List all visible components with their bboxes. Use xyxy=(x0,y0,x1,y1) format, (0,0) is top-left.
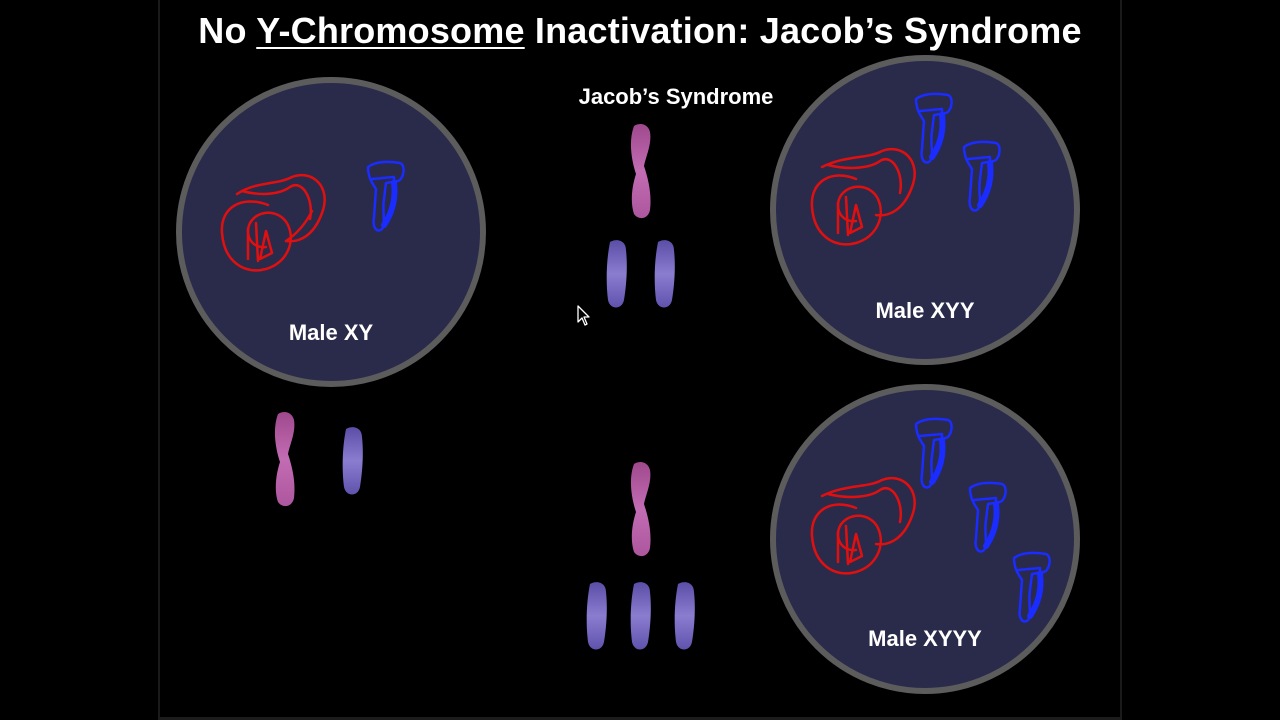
nucleus-drawing xyxy=(220,160,405,272)
y-chromosome-scribbles xyxy=(914,417,1051,623)
nucleus-drawing xyxy=(810,417,1051,623)
cell-male-xyyy: Male XYYY xyxy=(770,384,1080,694)
y-chromosome-karyotype xyxy=(342,427,363,495)
y-chromosome-2 xyxy=(962,140,1001,212)
title-underlined-term: Y-Chromosome xyxy=(256,10,525,51)
slide-right-edge xyxy=(1120,0,1122,720)
title-part-1: No xyxy=(198,10,257,51)
slide-bottom-edge xyxy=(158,717,1122,720)
nucleus-drawing xyxy=(810,92,1001,246)
cell-label: Male XY xyxy=(288,320,374,345)
slide-title: No Y-Chromosome Inactivation: Jacob’s Sy… xyxy=(0,10,1280,52)
cell-label: Male XYYY xyxy=(868,626,982,651)
y-chromosome-2 xyxy=(968,481,1007,553)
x-chromosome-scribble xyxy=(810,148,916,246)
y-chromosome-karyotype xyxy=(654,240,675,308)
y-chromosome-3 xyxy=(1012,551,1051,623)
x-chromosome-karyotype xyxy=(630,462,651,557)
jacobs-syndrome-heading: Jacob’s Syndrome xyxy=(578,84,774,109)
cell-male-xy: Male XY xyxy=(176,77,486,387)
x-chromosome-karyotype xyxy=(630,124,651,219)
cell-male-xyy: Male XYY xyxy=(770,55,1080,365)
y-chromosome-karyotype xyxy=(606,240,627,308)
x-chromosome-scribble xyxy=(810,477,916,575)
mouse-pointer-icon xyxy=(577,305,590,326)
y-chromosome-scribbles xyxy=(914,92,1001,212)
y-chromosome-karyotype xyxy=(630,582,651,650)
y-chromosome-karyotype xyxy=(586,582,607,650)
cell-label: Male XYY xyxy=(875,298,975,323)
y-chromosome-1 xyxy=(914,417,953,489)
y-chromosome-1 xyxy=(914,92,953,164)
slide-left-edge xyxy=(158,0,160,720)
x-chromosome-scribble xyxy=(220,174,326,272)
x-chromosome-karyotype xyxy=(274,412,295,507)
y-chromosome-scribble xyxy=(366,160,405,232)
title-part-2: Inactivation: Jacob’s Syndrome xyxy=(524,10,1082,51)
y-chromosome-karyotype xyxy=(674,582,695,650)
